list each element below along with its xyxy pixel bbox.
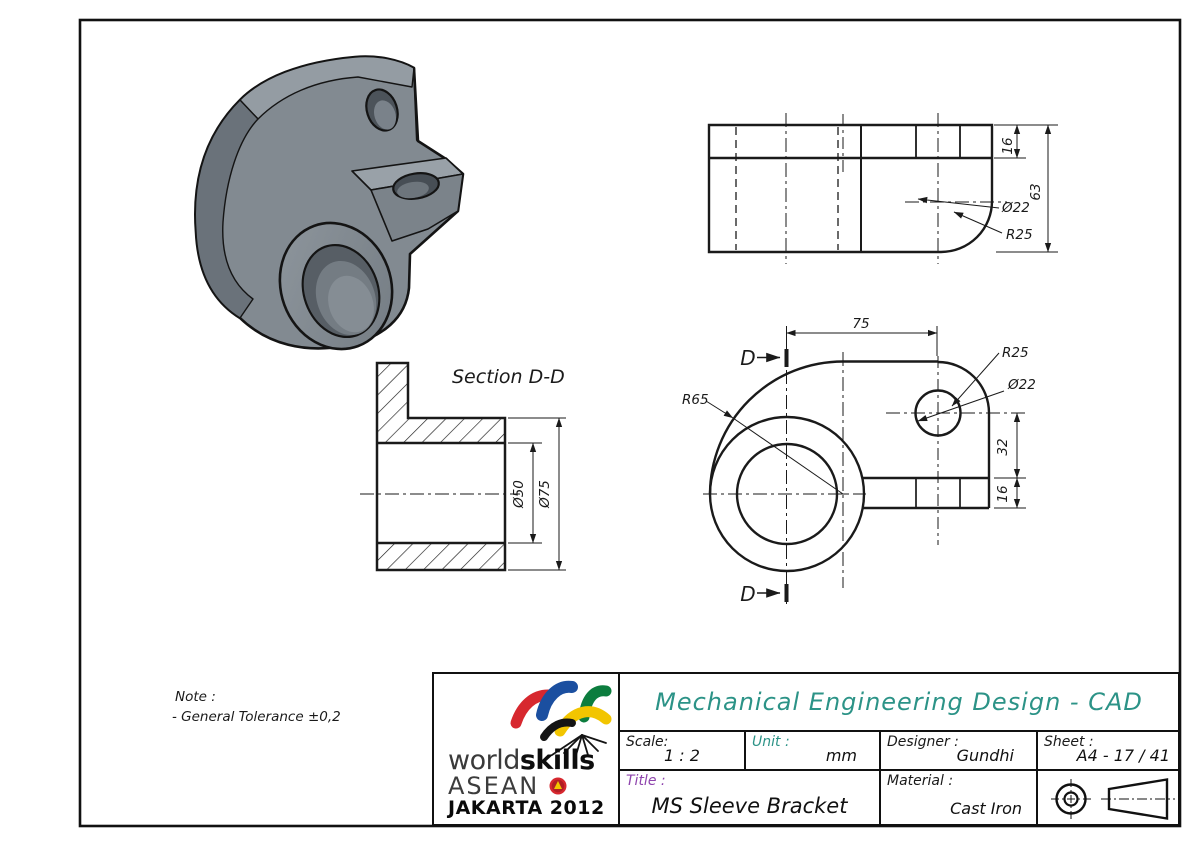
worldskills-logo: worldskills ASEAN JAKARTA 2012 <box>448 744 605 819</box>
sheet-label: Sheet : <box>1044 734 1094 750</box>
logo-event: JAKARTA 2012 <box>448 796 605 819</box>
title-value: MS Sleeve Bracket <box>651 794 848 818</box>
projection-cell <box>1036 769 1180 826</box>
titleblock-heading-cell: Mechanical Engineering Design - CAD <box>618 672 1180 732</box>
note-label: Note : <box>175 689 216 705</box>
drawing-heading: Mechanical Engineering Design - CAD <box>655 688 1143 716</box>
dim-top-hole: Ø22 <box>1001 200 1030 216</box>
designer-label: Designer : <box>887 734 959 750</box>
asean-emblem-icon <box>549 777 567 795</box>
dim-front-span: 75 <box>852 316 869 332</box>
sheet-cell: Sheet : A4 - 17 / 41 <box>1036 730 1180 771</box>
title-cell: Title : MS Sleeve Bracket <box>618 769 881 826</box>
designer-value: Gundhi <box>956 746 1014 765</box>
dim-front-corner: R25 <box>1002 345 1029 361</box>
logo-world: world <box>448 744 520 776</box>
section-view <box>360 361 566 572</box>
cutting-plane-label-bottom: D <box>740 582 755 606</box>
note-text: - General Tolerance ±0,2 <box>172 709 341 725</box>
material-cell: Material : Cast Iron <box>879 769 1038 826</box>
dim-top-height: 63 <box>1028 183 1044 200</box>
unit-cell: Unit : mm <box>744 730 881 771</box>
logo-skills: skills <box>519 744 595 776</box>
front-view <box>703 326 1026 604</box>
unit-value: mm <box>825 746 857 765</box>
third-angle-projection-icon <box>1051 778 1175 820</box>
logo-cell: worldskills ASEAN JAKARTA 2012 <box>432 672 620 826</box>
isometric-view <box>194 55 465 351</box>
unit-label: Unit : <box>752 734 790 750</box>
scale-cell: Scale: 1 : 2 <box>618 730 746 771</box>
sheet-value: A4 - 17 / 41 <box>1076 746 1170 765</box>
dim-top-corner: R25 <box>1006 227 1033 243</box>
dim-front-profile: R65 <box>682 392 709 408</box>
sheet-frame <box>78 18 1182 828</box>
scale-value: 1 : 2 <box>664 746 700 765</box>
designer-cell: Designer : Gundhi <box>879 730 1038 771</box>
material-label: Material : <box>887 773 954 789</box>
dim-section-od: Ø75 <box>537 480 553 509</box>
title-label: Title : <box>626 773 666 789</box>
dim-section-bore: Ø50 <box>511 480 527 509</box>
section-label: Section D-D <box>452 366 565 388</box>
dim-top-flange: 16 <box>1000 137 1016 154</box>
dim-front-upper: 32 <box>995 438 1011 455</box>
worldskills-ribbons-icon <box>510 680 612 756</box>
dim-front-lower: 16 <box>995 485 1011 502</box>
material-value: Cast Iron <box>950 799 1022 818</box>
top-view <box>707 113 1058 264</box>
cutting-plane-label-top: D <box>740 346 755 370</box>
logo-asean: ASEAN <box>448 772 540 801</box>
scale-label: Scale: <box>626 734 669 750</box>
dim-front-hole: Ø22 <box>1007 377 1036 393</box>
